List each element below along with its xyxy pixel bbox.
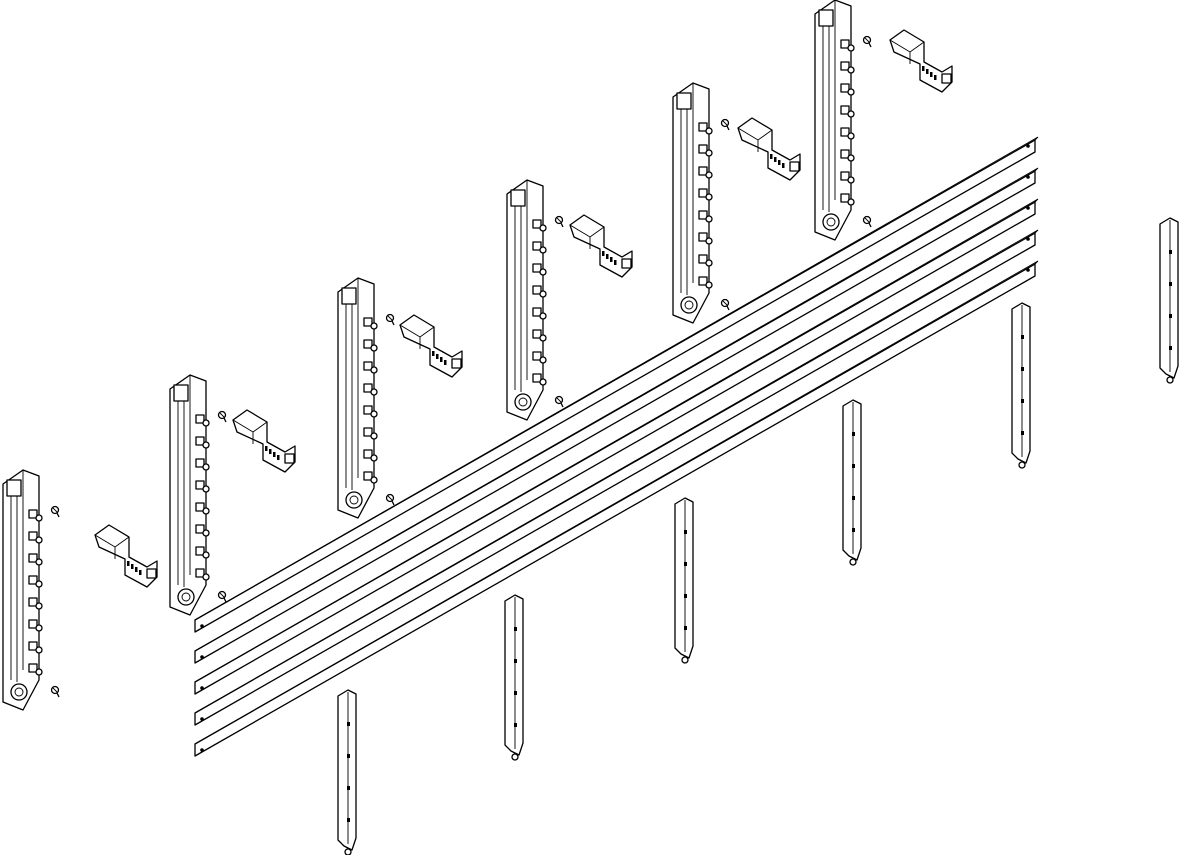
clamp-slot [698, 210, 708, 220]
clamp-slot [532, 307, 542, 317]
clamp-slot [698, 188, 708, 198]
clamp-slot [363, 449, 373, 459]
clamp-slot [840, 149, 850, 159]
busbar-hole [200, 655, 204, 659]
screw-icon [554, 395, 564, 408]
screw-icon [217, 410, 227, 423]
busbar-carrier [169, 374, 210, 616]
clamp-slot [698, 166, 708, 176]
screw-icon [50, 505, 60, 518]
clamp-slot [532, 351, 542, 361]
screw-icon [217, 590, 227, 603]
busbar-hole [200, 748, 204, 752]
busbar-carrier [814, 0, 855, 241]
busbar [194, 136, 1039, 633]
screw-icon [50, 685, 60, 698]
clamp-slot [363, 427, 373, 437]
screw-icon [720, 298, 730, 311]
clamp-slot [532, 263, 542, 273]
clamp-slot [195, 546, 205, 556]
connector-block [889, 29, 953, 93]
busbar-hole [1026, 268, 1030, 272]
clamp-slot [698, 122, 708, 132]
clamp-slot [532, 285, 542, 295]
clamp-slot [840, 61, 850, 71]
clamp-slot [840, 83, 850, 93]
connector-block [569, 214, 633, 278]
clamp-slot [840, 193, 850, 203]
clamp-slot [532, 329, 542, 339]
clamp-slot [28, 531, 38, 541]
screw-icon [720, 118, 730, 131]
busbar-hole [1026, 175, 1030, 179]
clamp-slot [840, 127, 850, 137]
clamp-slot [28, 509, 38, 519]
busbar [194, 167, 1039, 664]
busbar-carrier [337, 277, 378, 519]
support-rail [1011, 302, 1031, 469]
screw-icon [385, 313, 395, 326]
clamp-slot [28, 619, 38, 629]
clamp-slot [532, 241, 542, 251]
busbar-carrier [506, 179, 547, 421]
connector-block [94, 524, 158, 588]
clamp-slot [28, 597, 38, 607]
clamp-slot [363, 317, 373, 327]
clamp-slot [698, 232, 708, 242]
clamp-slot [195, 436, 205, 446]
busbar-hole [1026, 237, 1030, 241]
clamp-slot [363, 383, 373, 393]
busbar-hole [1026, 206, 1030, 210]
clamp-slot [28, 575, 38, 585]
busbar-hole [200, 624, 204, 628]
clamp-slot [363, 361, 373, 371]
busbar-hole [200, 686, 204, 690]
screw-icon [554, 215, 564, 228]
clamp-slot [532, 219, 542, 229]
screw-icon [862, 35, 872, 48]
clamp-slot [363, 339, 373, 349]
clamp-slot [195, 414, 205, 424]
support-rail [674, 497, 694, 664]
clamp-slot [195, 524, 205, 534]
busbar-carrier [2, 469, 43, 711]
busbar-hole [1026, 144, 1030, 148]
clamp-slot [698, 276, 708, 286]
clamp-slot [195, 568, 205, 578]
screw-icon [862, 215, 872, 228]
screw-icon [385, 493, 395, 506]
clamp-slot [28, 553, 38, 563]
support-rail [1159, 217, 1179, 384]
clamp-slot [28, 641, 38, 651]
clamp-slot [840, 171, 850, 181]
clamp-slot [698, 144, 708, 154]
clamp-slot [698, 254, 708, 264]
clamp-slot [840, 105, 850, 115]
clamp-slot [363, 471, 373, 481]
clamp-slot [840, 39, 850, 49]
busbar [194, 229, 1039, 726]
clamp-slot [28, 663, 38, 673]
connector-block [737, 117, 801, 181]
support-rail [504, 594, 524, 761]
busbar [194, 198, 1039, 695]
support-rail [842, 399, 862, 566]
busbar [194, 260, 1039, 757]
connector-block [399, 314, 463, 378]
busbar-carrier [672, 82, 713, 324]
busbar-hole [200, 717, 204, 721]
support-rail [337, 689, 357, 855]
clamp-slot [363, 405, 373, 415]
clamp-slot [195, 458, 205, 468]
clamp-slot [195, 480, 205, 490]
connector-block [232, 409, 296, 473]
clamp-slot [195, 502, 205, 512]
clamp-slot [532, 373, 542, 383]
